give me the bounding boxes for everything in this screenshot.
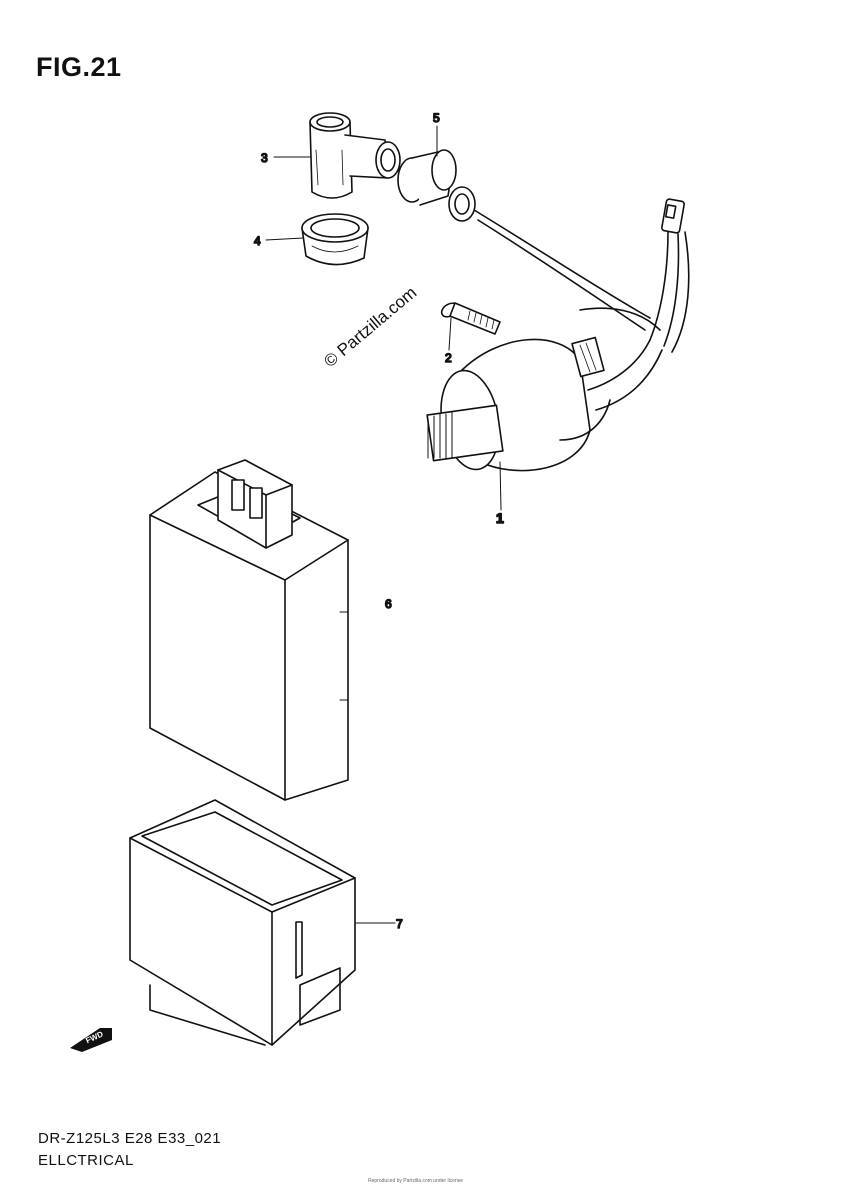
section-name: ELLCTRICAL (38, 1152, 134, 1169)
footer: DR-Z125L3 E28 E33_021 ELLCTRICAL (38, 1128, 221, 1172)
callout-2: 2 (445, 351, 452, 365)
lead-seal[interactable] (397, 149, 476, 222)
callout-3: 3 (261, 151, 268, 165)
spark-plug-cap[interactable] (309, 112, 401, 199)
forward-arrow-icon: FWD (70, 1028, 112, 1052)
watermark: © Partzilla.com (320, 283, 420, 371)
callout-4: 4 (254, 234, 261, 248)
cdi-case[interactable] (129, 799, 356, 1046)
callout-1: 1 (496, 510, 504, 526)
leader-lines (265, 125, 502, 924)
callout-6: 6 (385, 597, 392, 611)
callout-5: 5 (433, 111, 440, 125)
callout-7: 7 (396, 917, 403, 931)
mounting-bolt[interactable] (439, 300, 501, 335)
copyright-line: Reproduced by Partzilla.com under licens… (368, 1178, 464, 1184)
cdi-unit[interactable] (149, 459, 349, 801)
figure-title: FIG.21 (36, 52, 122, 82)
model-code: DR-Z125L3 E28 E33_021 (38, 1130, 222, 1147)
ignition-coil[interactable] (426, 307, 663, 474)
spark-plug-cap-seal[interactable] (301, 213, 369, 266)
coil-connector[interactable] (649, 198, 690, 353)
